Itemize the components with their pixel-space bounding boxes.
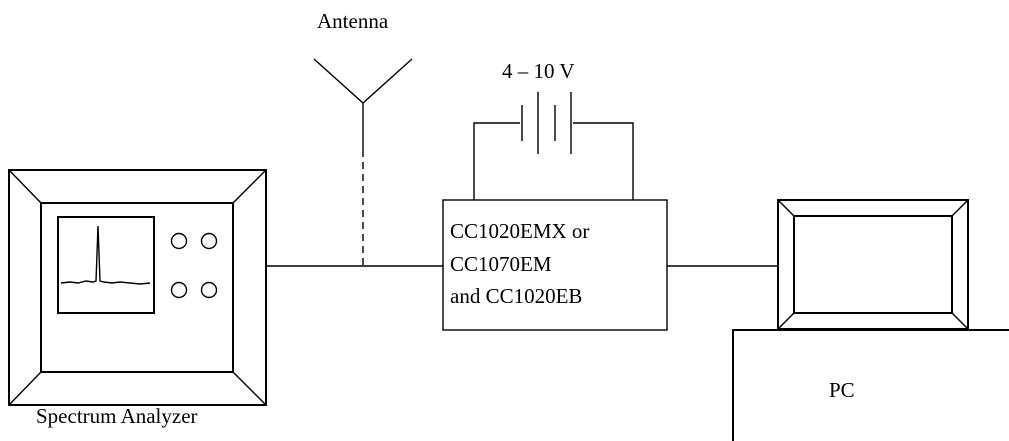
pc-monitor-inner <box>793 215 953 314</box>
analyzer-knob-2 <box>200 232 218 250</box>
analyzer-screen <box>57 216 155 314</box>
antenna-label: Antenna <box>317 9 389 33</box>
analyzer-knob-4 <box>200 281 218 299</box>
pc-case <box>732 329 1009 441</box>
spectrum-analyzer: Spectrum Analyzer <box>8 169 267 428</box>
analyzer-bevel-tr <box>232 169 267 204</box>
analyzer-inner-frame <box>40 202 234 373</box>
analyzer-knob-1 <box>170 232 188 250</box>
device-label-line2: CC1070EM <box>450 252 552 276</box>
device-label-line1: CC1020EMX or <box>450 219 589 243</box>
analyzer-bevel-tl <box>8 169 42 204</box>
monitor-bevel-bl <box>777 312 795 330</box>
analyzer-knob-3 <box>170 281 188 299</box>
spectrum-trace <box>60 225 151 285</box>
antenna-arms <box>313 58 413 104</box>
pc: PC <box>732 199 1009 441</box>
antenna: Antenna <box>313 9 413 266</box>
monitor-bevel-tr <box>951 199 969 217</box>
evaluation-module: CC1020EMX or CC1070EM and CC1020EB <box>442 199 668 331</box>
analyzer-bevel-bl <box>8 371 42 406</box>
analyzer-outer-frame <box>8 169 267 406</box>
pc-monitor-outer <box>777 199 969 330</box>
spectrum-analyzer-label: Spectrum Analyzer <box>36 404 198 428</box>
monitor-bevel-tl <box>777 199 795 217</box>
battery-left-wire <box>473 122 520 200</box>
battery-supply: 4 – 10 V <box>473 59 634 200</box>
device-label-line3: and CC1020EB <box>450 284 582 308</box>
monitor-bevel-br <box>951 312 969 330</box>
voltage-label: 4 – 10 V <box>502 59 575 83</box>
pc-label: PC <box>829 378 855 402</box>
analyzer-bevel-br <box>232 371 267 406</box>
device-box <box>442 199 668 331</box>
battery-right-wire <box>573 122 634 200</box>
